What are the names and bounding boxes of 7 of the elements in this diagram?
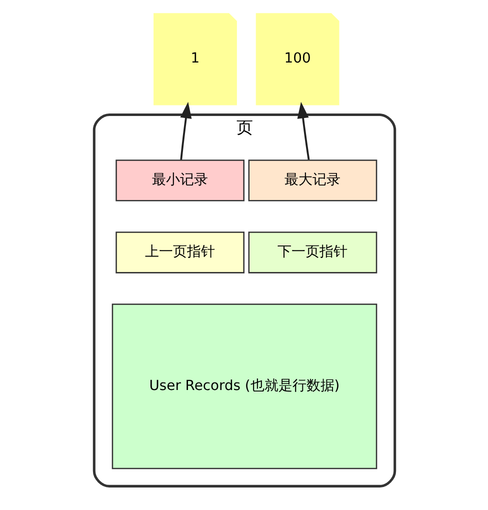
node-box: 上一页指针 <box>115 232 244 274</box>
node-box: 最小记录 <box>115 160 244 202</box>
node-box: User Records (也就是行数据) <box>111 304 377 470</box>
node-box: 下一页指针 <box>248 232 377 274</box>
node-box: 最大记录 <box>248 160 377 202</box>
arrow <box>296 102 310 160</box>
arrow <box>180 102 192 160</box>
